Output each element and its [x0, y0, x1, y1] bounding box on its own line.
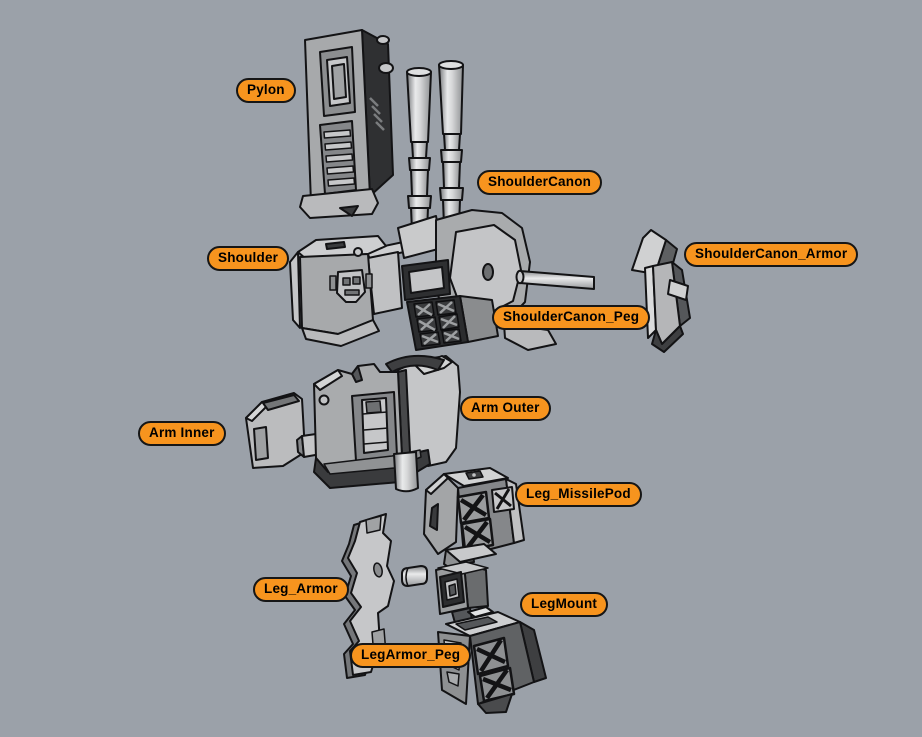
- part-label-arm-inner[interactable]: Arm Inner: [138, 421, 226, 446]
- part-lower-missilepod-geometry[interactable]: [438, 607, 546, 713]
- part-label-shoulder-canon-peg[interactable]: ShoulderCanon_Peg: [492, 305, 651, 330]
- part-label-shoulder-canon-armor[interactable]: ShoulderCanon_Armor: [684, 242, 859, 267]
- part-shoulder-canon-armor-geometry[interactable]: [632, 230, 690, 352]
- part-label-leg-armor-peg[interactable]: LegArmor_Peg: [350, 643, 472, 668]
- part-label-shoulder[interactable]: Shoulder: [207, 246, 290, 271]
- part-label-pylon[interactable]: Pylon: [236, 78, 296, 103]
- part-label-shoulder-canon[interactable]: ShoulderCanon: [477, 170, 603, 195]
- part-pylon-geometry[interactable]: [300, 30, 393, 218]
- part-arm-outer-geometry[interactable]: [314, 356, 460, 491]
- part-label-leg-armor[interactable]: Leg_Armor: [253, 577, 349, 602]
- part-leg-missilepod-geometry[interactable]: [424, 468, 524, 565]
- part-leg-armor-geometry[interactable]: [342, 514, 394, 678]
- part-shoulder-canon-geometry[interactable]: [398, 61, 556, 350]
- part-label-leg-mount[interactable]: LegMount: [520, 592, 609, 617]
- part-shoulder-canon-peg-geometry[interactable]: [517, 271, 595, 289]
- part-leg-armor-peg-geometry[interactable]: [402, 566, 427, 586]
- part-leg-mount-geometry[interactable]: [436, 544, 496, 623]
- part-label-leg-missilepod[interactable]: Leg_MissilePod: [515, 482, 642, 507]
- part-label-arm-outer[interactable]: Arm Outer: [460, 396, 551, 421]
- part-shoulder-geometry[interactable]: [290, 236, 414, 346]
